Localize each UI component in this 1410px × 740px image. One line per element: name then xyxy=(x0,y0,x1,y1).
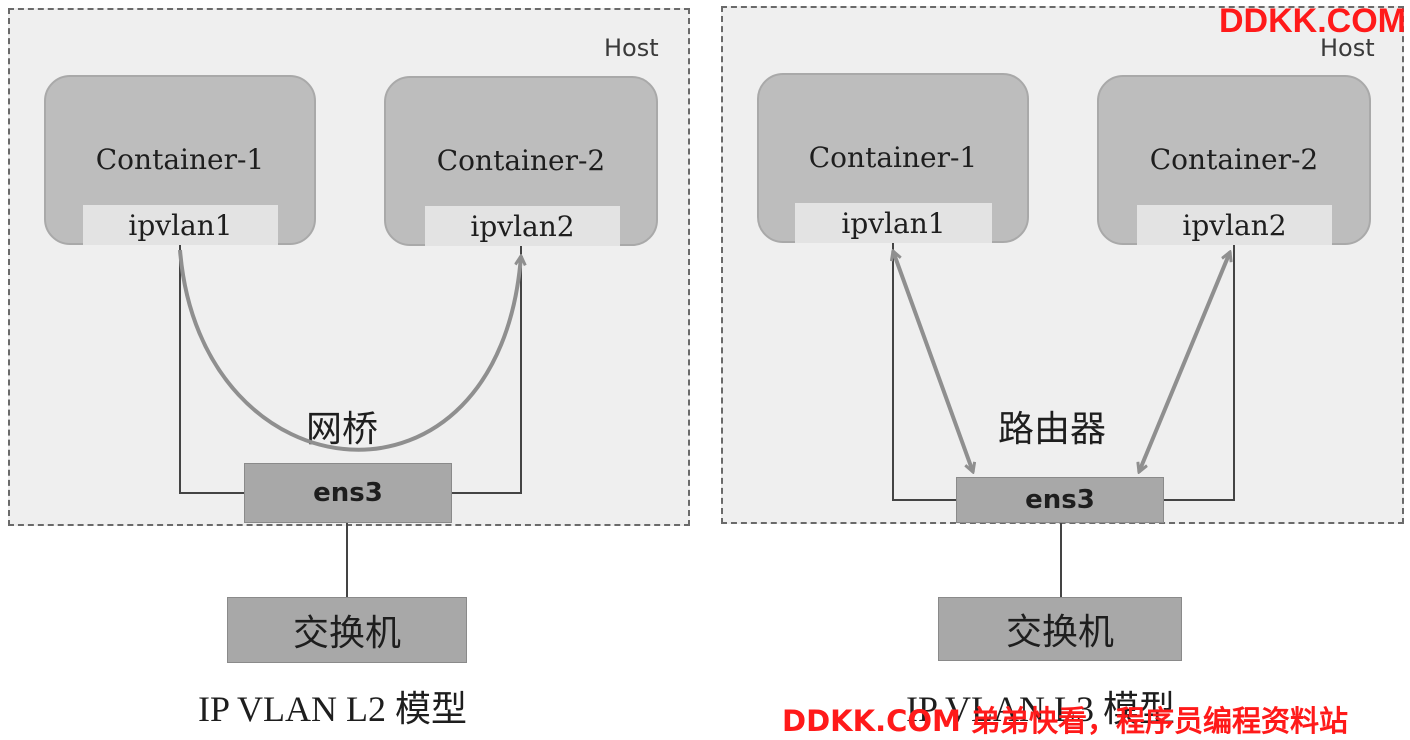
watermark-top: DDKK.COM xyxy=(1219,2,1406,40)
l2-bridge-arrow xyxy=(178,249,521,452)
container-1-label-l3: Container-1 xyxy=(808,141,978,174)
host-label-l3: Host xyxy=(1320,34,1375,62)
ipvlan1-interface-l2: ipvlan1 xyxy=(83,205,278,245)
ipvlan2-interface-l2: ipvlan2 xyxy=(425,206,620,246)
l2-right-link xyxy=(452,246,522,494)
l3-left-route-arrow xyxy=(893,251,973,472)
l3-right-route-arrow xyxy=(1139,252,1230,472)
container-1-label-l2: Container-1 xyxy=(95,143,265,176)
switch-box-l3: 交换机 xyxy=(938,597,1182,661)
l3-right-link xyxy=(1164,245,1235,501)
ipvlan2-interface-l3: ipvlan2 xyxy=(1137,205,1332,245)
router-label: 路由器 xyxy=(998,409,1107,450)
switch-box-l2: 交换机 xyxy=(227,597,467,663)
l2-left-link xyxy=(179,245,244,494)
container-2-label-l2: Container-2 xyxy=(436,144,606,177)
container-2-label-l3: Container-2 xyxy=(1149,143,1319,176)
ens3-interface-l3: ens3 xyxy=(956,477,1164,523)
ens3-interface-l2: ens3 xyxy=(244,463,452,523)
ipvlan1-interface-l3: ipvlan1 xyxy=(795,203,992,243)
watermark-bottom: DDKK.COM 弟弟快看，程序员编程资料站 xyxy=(782,704,1348,738)
caption-l3: IP VLAN L3 模型 xyxy=(906,689,1175,729)
host-label-l2: Host xyxy=(604,34,659,62)
caption-l2: IP VLAN L2 模型 xyxy=(198,689,467,729)
